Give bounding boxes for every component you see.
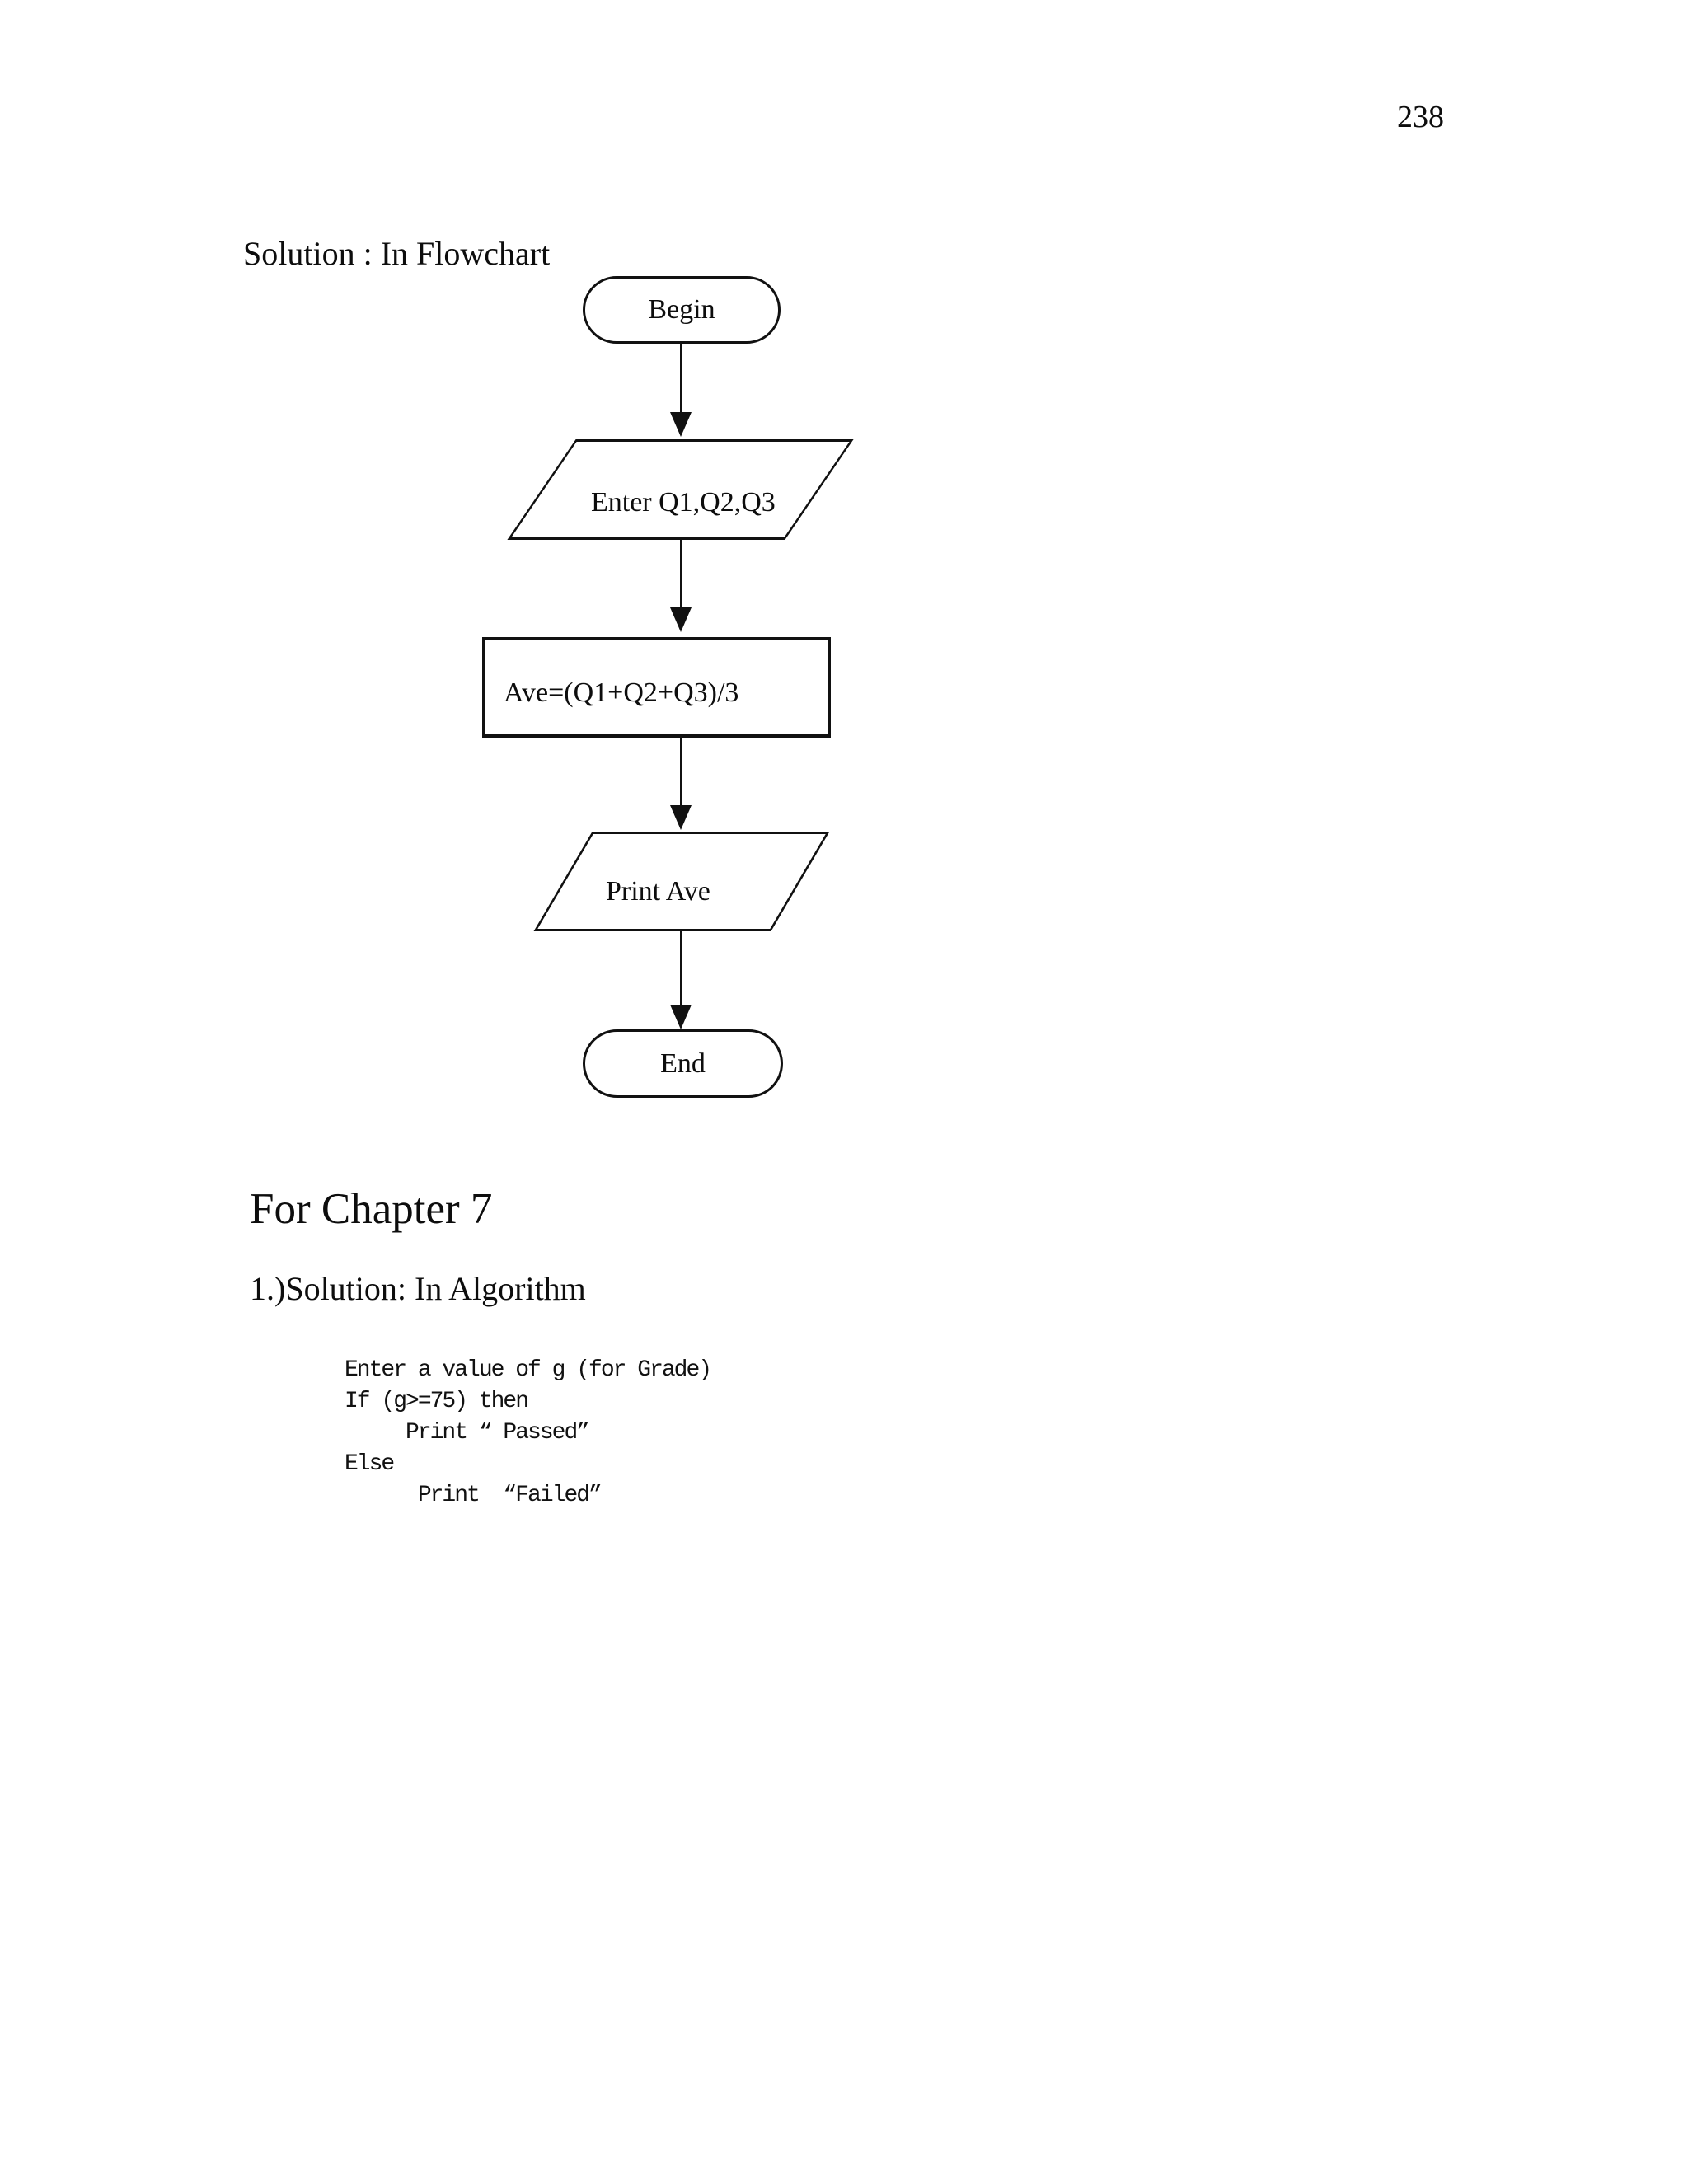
output-label: Print Ave (606, 876, 710, 907)
process-label: Ave=(Q1+Q2+Q3)/3 (504, 677, 739, 708)
flow-arrow-line (680, 344, 682, 415)
page-number: 238 (1397, 100, 1444, 134)
flowchart-node-end: End (583, 1029, 783, 1098)
begin-label: Begin (648, 294, 715, 325)
chapter-heading: For Chapter 7 (250, 1185, 493, 1233)
input-label: Enter Q1,Q2,Q3 (591, 487, 776, 518)
flowchart-section-title: Solution : In Flowchart (243, 235, 551, 272)
flowchart-node-begin: Begin (583, 276, 781, 344)
arrow-down-icon (670, 805, 692, 830)
arrow-down-icon (670, 412, 692, 437)
arrow-down-icon (670, 1005, 692, 1029)
end-label: End (660, 1047, 706, 1079)
arrow-down-icon (670, 607, 692, 632)
flowchart-node-process (482, 637, 831, 738)
flow-arrow-line (680, 539, 682, 610)
algorithm-section-title: 1.)Solution: In Algorithm (250, 1270, 586, 1307)
flow-arrow-line (680, 930, 682, 1007)
flow-arrow-line (680, 735, 682, 808)
algorithm-code-block: Enter a value of g (for Grade) If (g>=75… (345, 1357, 712, 1508)
